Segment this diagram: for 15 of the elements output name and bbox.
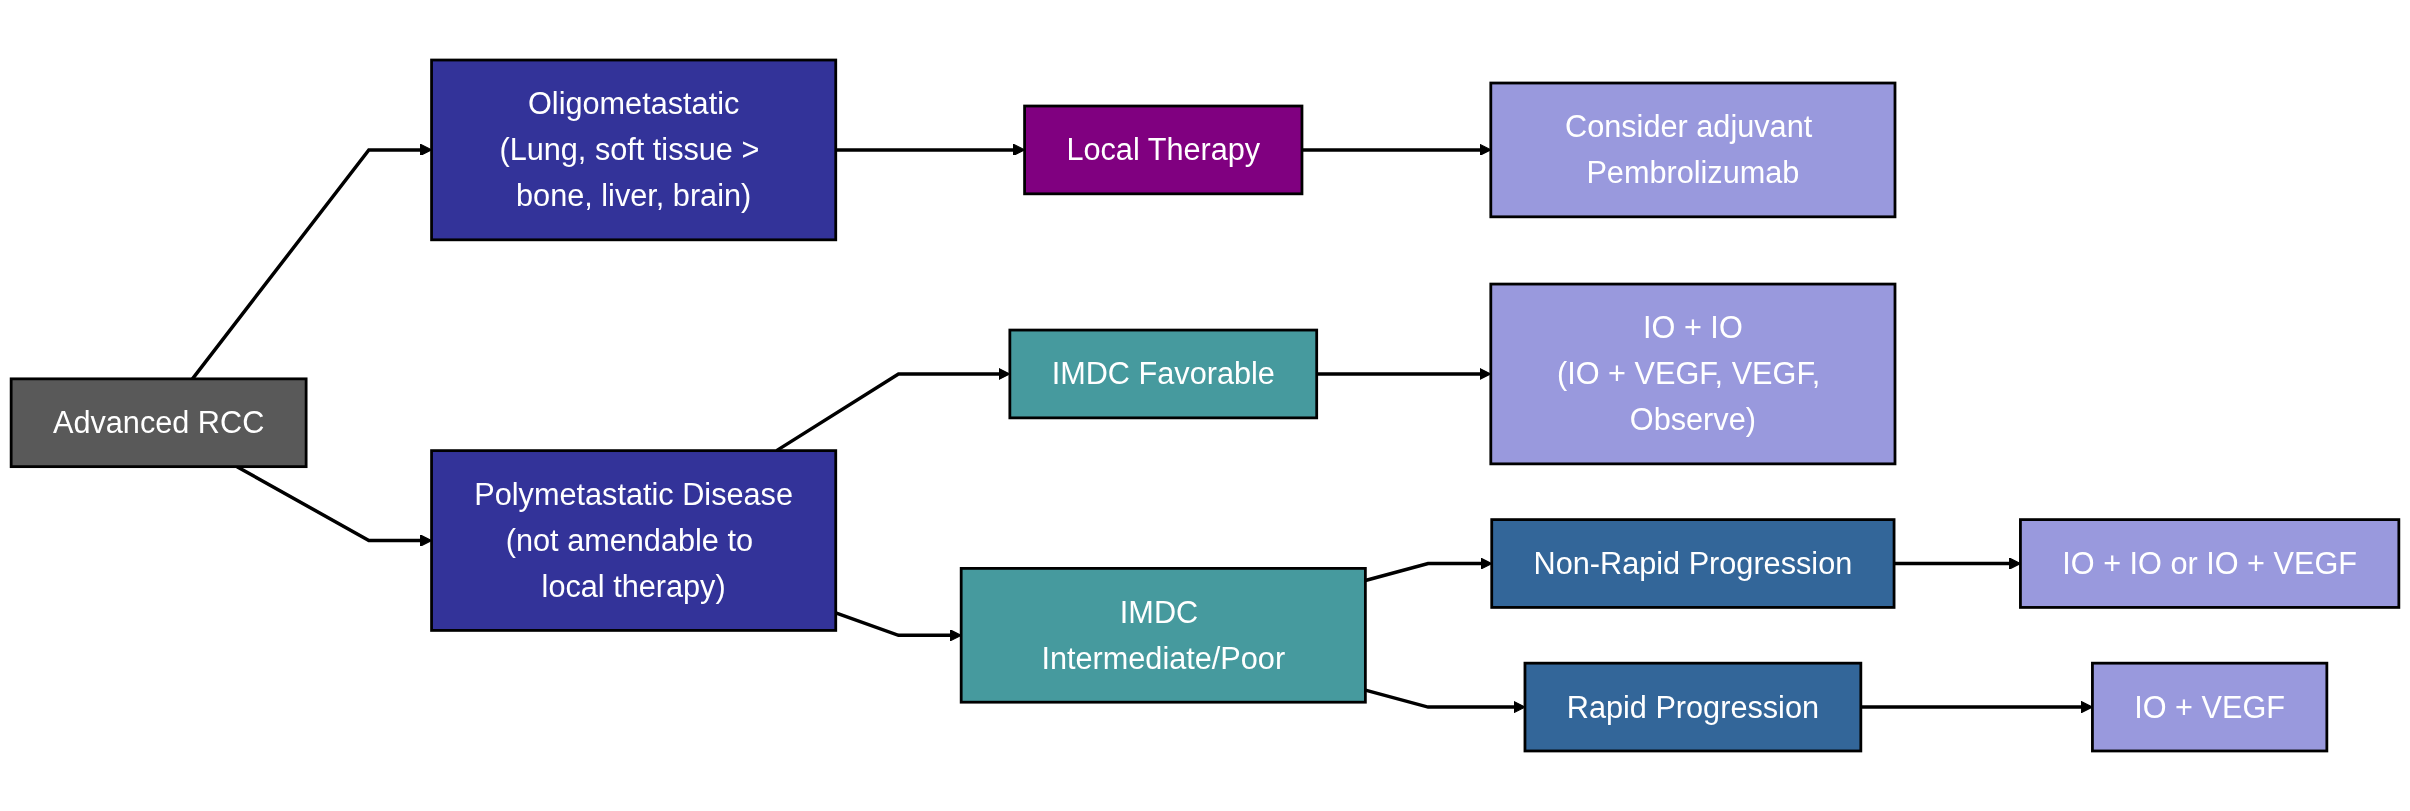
node-box: IMDC Favorable — [1008, 328, 1319, 420]
node-box: IMDC Intermediate/Poor — [959, 567, 1367, 704]
node-box: Non-Rapid Progression — [1490, 518, 1896, 609]
node-box: Local Therapy — [1023, 104, 1304, 196]
node-box: Rapid Progression — [1523, 661, 1863, 753]
node-box: Oligometastatic (Lung, soft tissue > bone, liver, brain) — [430, 58, 838, 242]
arrow — [835, 611, 962, 642]
node-box: IO + VEGF — [2091, 661, 2329, 753]
arrow — [1894, 557, 2021, 570]
node-box: IO + IO (IO + VEGF, VEGF, Observe) — [1489, 282, 1897, 466]
node-box: Polymetastatic Disease (not amendable to local therapy) — [430, 449, 838, 632]
arrow — [1860, 700, 2093, 714]
node-box: Consider adjuvant Pembrolizumab — [1489, 81, 1897, 219]
node-box: Advanced RCC — [9, 377, 308, 469]
node-box: IO + IO or IO + VEGF — [2019, 518, 2401, 609]
